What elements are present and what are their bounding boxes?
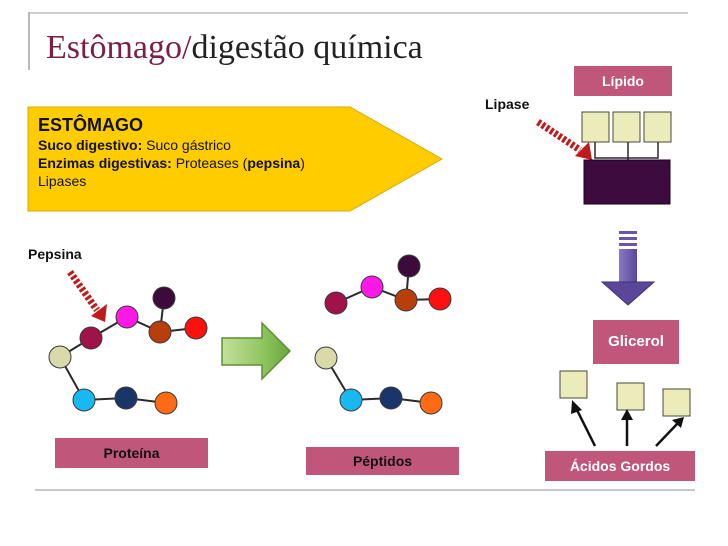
pepsina-label: Pepsina — [28, 246, 82, 262]
stomach-heading: ESTÔMAGO — [38, 115, 144, 135]
acidos-gordos-label: Ácidos Gordos — [569, 458, 671, 474]
fatty-acid-block — [643, 111, 672, 143]
slide-title: Estômago/digestão química — [46, 28, 423, 68]
protein-bead — [152, 286, 176, 310]
fatty-acid — [662, 388, 691, 417]
fatty-acid-block — [612, 111, 641, 143]
hydrolysis-down-arrow — [600, 231, 656, 306]
lipido-label: Lípido — [602, 73, 644, 89]
lipase-enzyme-arrow — [536, 119, 592, 160]
peptide-bead — [314, 346, 338, 370]
lipid-molecule — [581, 111, 672, 205]
title-top-rule — [28, 12, 688, 14]
protein-bead — [154, 391, 178, 415]
peptide-bead — [339, 388, 363, 412]
peptide-bead — [394, 288, 418, 312]
lipido-box — [574, 66, 672, 96]
stomach-info: ESTÔMAGO Suco digestivo: Suco gástrico E… — [38, 114, 305, 190]
peptide-bead — [428, 287, 452, 311]
digestive-juice-value: Suco gástrico — [142, 137, 231, 153]
fatty-acid-arrowheads — [571, 400, 684, 428]
fatty-acid-arrows — [574, 407, 679, 447]
stomach-arrow-shape — [27, 106, 444, 212]
digestive-juice-label: Suco digestivo: — [38, 137, 143, 153]
footer-rule — [35, 489, 695, 491]
peptide-bead — [324, 291, 348, 315]
title-stomach: Estômago/ — [46, 29, 192, 66]
enzymes-value: Proteases ( — [171, 155, 248, 171]
peptidos-label: Péptidos — [352, 453, 413, 469]
fatty-acid — [559, 370, 588, 399]
proteina-box — [55, 438, 208, 468]
fatty-acids — [559, 370, 691, 417]
pepsina-enzyme-arrow — [67, 269, 107, 322]
protein-beads — [48, 286, 208, 415]
glicerol-box — [593, 320, 679, 364]
glicerol-label: Glicerol — [608, 333, 664, 350]
peptide-beads — [314, 254, 452, 415]
process-arrow — [221, 321, 292, 381]
protein-bead — [115, 305, 139, 329]
protein-bead — [48, 345, 72, 369]
fatty-acid — [616, 382, 645, 411]
peptide-bead — [379, 386, 403, 410]
digestive-juice-line: Suco digestivo: Suco gástrico — [38, 136, 305, 154]
protein-bead — [114, 386, 138, 410]
protein-bead — [72, 388, 96, 412]
fatty-acid-block — [581, 111, 610, 143]
peptide-bead — [360, 275, 384, 299]
lipase-label: Lipase — [485, 96, 530, 112]
glycerol-block — [583, 159, 671, 205]
peptide-bead — [397, 254, 421, 278]
title-chemical-digestion: digestão química — [191, 29, 423, 66]
peptidos-box — [306, 447, 459, 475]
peptide-bead — [419, 391, 443, 415]
enzymes-line: Enzimas digestivas: Proteases (pepsina) — [38, 154, 305, 172]
enzymes-label: Enzimas digestivas: — [38, 155, 172, 171]
pepsina-emphasis: pepsina — [247, 155, 301, 171]
lipases-line: Lipases — [38, 173, 87, 189]
title-left-rule — [28, 12, 30, 70]
protein-bead — [79, 326, 103, 350]
enzymes-close: ) — [300, 155, 305, 171]
protein-bead — [148, 320, 172, 344]
proteina-label: Proteína — [103, 445, 160, 461]
protein-bead — [184, 316, 208, 340]
acidos-gordos-box — [545, 451, 695, 481]
